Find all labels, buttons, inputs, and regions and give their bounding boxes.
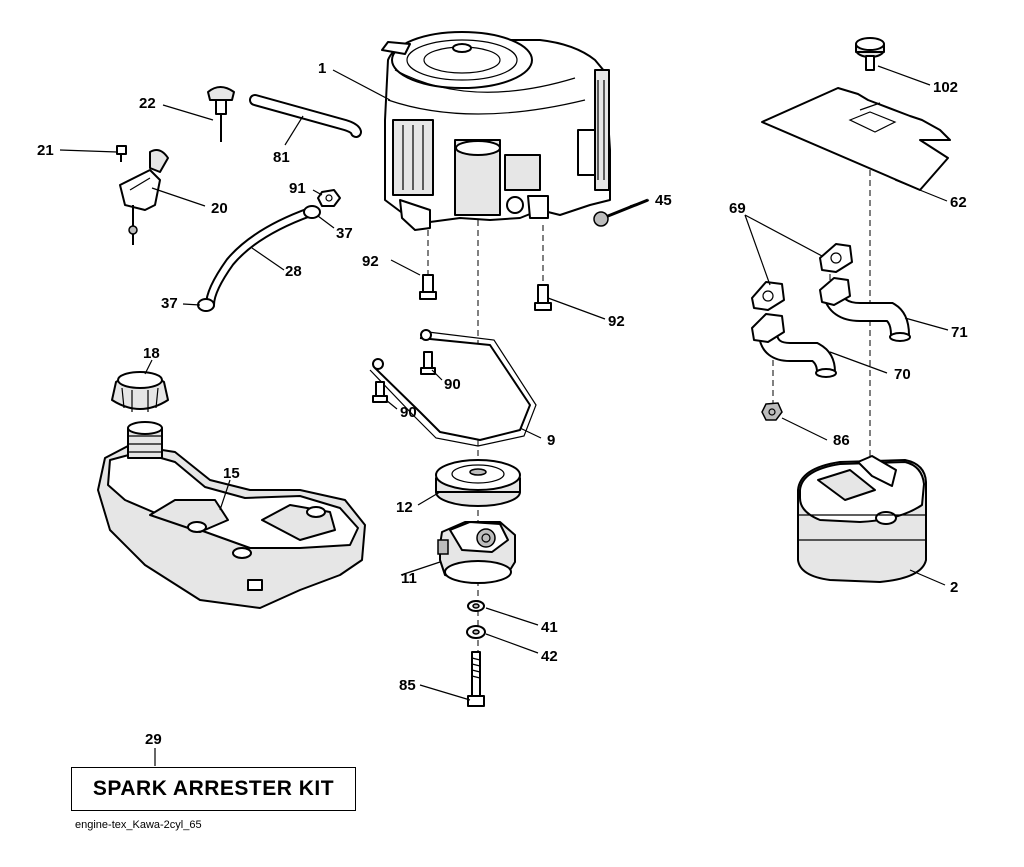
hose-part-81[interactable]: [249, 94, 362, 138]
callout-86: 86: [833, 432, 850, 449]
fuel-cap-part-18[interactable]: [111, 371, 169, 412]
callout-42: 42: [541, 648, 558, 665]
clamp-part-37b[interactable]: [197, 298, 215, 312]
heat-shield-part-62[interactable]: [761, 87, 951, 191]
callout-18: 18: [143, 345, 160, 362]
bolt-part-85[interactable]: [467, 651, 485, 707]
callout-12: 12: [396, 499, 413, 516]
callout-11: 11: [401, 570, 417, 587]
screw-part-90a[interactable]: [420, 351, 436, 375]
callout-22: 22: [139, 95, 156, 112]
spark-arrester-kit-label: SPARK ARRESTER KIT: [92, 777, 335, 800]
callout-71: 71: [951, 324, 968, 341]
fuel-line-part-28[interactable]: [205, 207, 315, 310]
callout-69: 69: [729, 200, 746, 217]
bolt-part-92a[interactable]: [419, 274, 437, 300]
clamp-part-37a[interactable]: [303, 205, 321, 219]
callout-20: 20: [211, 200, 228, 217]
callout-28: 28: [285, 263, 302, 280]
callout-37: 37: [161, 295, 178, 312]
callout-102: 102: [933, 79, 958, 96]
washer-part-41[interactable]: [467, 600, 485, 612]
callout-labels: 1 22 21 20 81 91 37 28 37 92 92 45 90 90…: [37, 60, 968, 748]
nut-part-86[interactable]: [761, 402, 783, 421]
clutch-part[interactable]: [437, 521, 516, 584]
spark-arrester-kit-box: SPARK ARRESTER KIT: [71, 767, 356, 811]
callout-2: 2: [950, 579, 958, 596]
callout-90: 90: [444, 376, 461, 393]
callout-92: 92: [608, 313, 625, 330]
callout-9: 9: [547, 432, 555, 449]
gasket-part-69a[interactable]: [819, 243, 853, 273]
callout-70: 70: [894, 366, 911, 383]
leader-lines: [59, 65, 949, 766]
callout-92: 92: [362, 253, 379, 270]
screw-part-21[interactable]: [116, 145, 127, 162]
shutoff-knob-part[interactable]: [207, 86, 235, 142]
fuel-tank-part-15[interactable]: [97, 421, 366, 609]
callout-37: 37: [336, 225, 353, 242]
drain-plug-part[interactable]: [593, 198, 649, 227]
callout-62: 62: [950, 194, 967, 211]
bracket-part-20[interactable]: [119, 149, 169, 245]
callout-91: 91: [289, 180, 306, 197]
diagram-code: engine-tex_Kawa-2cyl_65: [75, 819, 202, 831]
callout-15: 15: [223, 465, 240, 482]
bolt-part-92b[interactable]: [534, 284, 552, 311]
pulley-part[interactable]: [435, 459, 521, 507]
callout-29: 29: [145, 731, 162, 748]
screw-part-90b[interactable]: [372, 381, 388, 403]
callout-45: 45: [655, 192, 672, 209]
gasket-part-69b[interactable]: [751, 281, 785, 311]
callout-90: 90: [400, 404, 417, 421]
callout-81: 81: [273, 149, 290, 166]
muffler-part-2[interactable]: [797, 455, 927, 583]
callout-21: 21: [37, 142, 54, 159]
callout-1: 1: [318, 60, 326, 77]
belt-guide-part[interactable]: [369, 329, 537, 447]
exhaust-pipe-part-70[interactable]: [751, 313, 837, 378]
exhaust-pipe-part-71[interactable]: [819, 277, 911, 342]
washer-part-42[interactable]: [466, 625, 486, 639]
nut-part-91[interactable]: [317, 189, 341, 207]
callout-41: 41: [541, 619, 558, 636]
engine-part[interactable]: [381, 31, 611, 231]
knob-part-102[interactable]: [855, 37, 885, 71]
callout-85: 85: [399, 677, 416, 694]
